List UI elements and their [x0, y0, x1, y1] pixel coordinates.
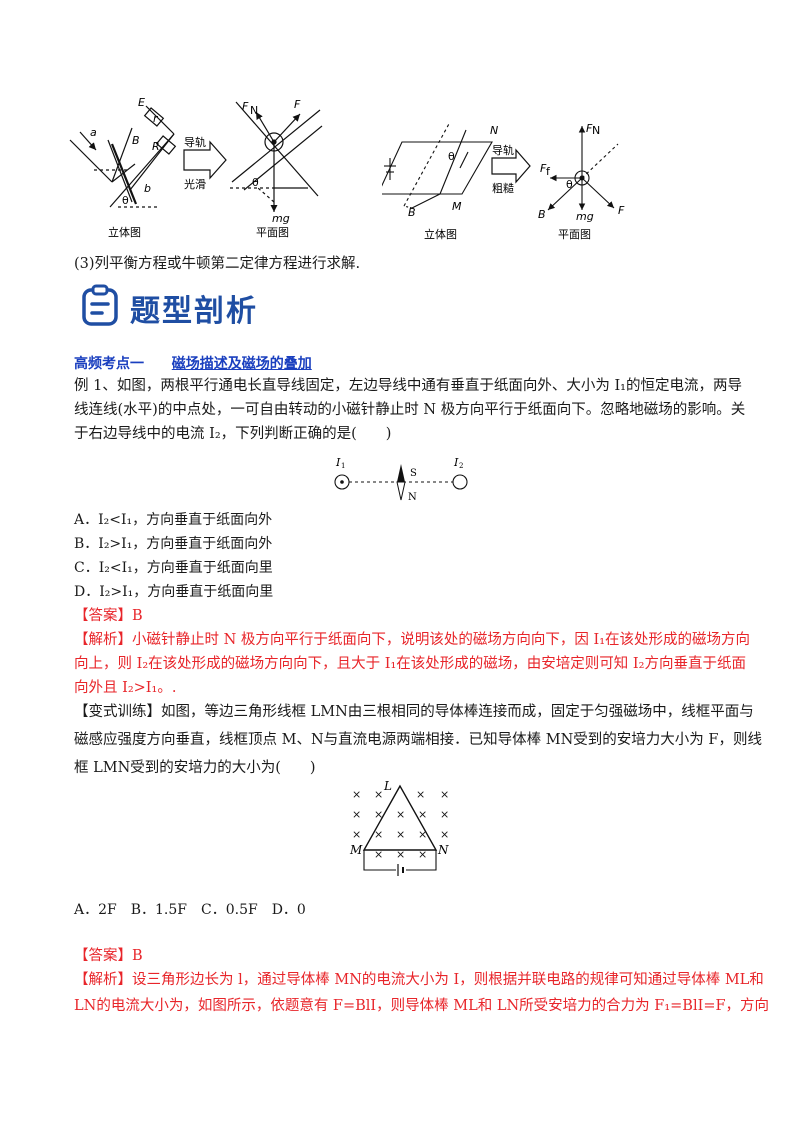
fig1-plane-theta: θ: [252, 176, 259, 189]
compass-label-I1: I: [335, 456, 341, 469]
figure-rails-smooth: E r B R a b θ 立体图 导轨 光滑 F N F θ mg 平面图: [69, 96, 323, 239]
fig1-label-F: F: [294, 98, 301, 111]
fig2-plane-view: [547, 126, 619, 211]
cross-mark: ×: [396, 828, 405, 841]
fig2-label-B: B: [408, 206, 416, 219]
fig2-label-Ff: F: [540, 162, 547, 175]
fig1-label-E: E: [138, 96, 145, 109]
fig2-arrow-label-1: 导轨: [492, 143, 514, 157]
example1-option-c: C．I₂<I₁，方向垂直于纸面向里: [74, 560, 273, 576]
compass-label-I2-sub: 2: [459, 462, 463, 470]
fig1-3d-view: [69, 105, 177, 208]
fig1-label-R: R: [152, 140, 160, 153]
triangle-label-L: L: [383, 780, 392, 793]
fig2-label-N: N: [490, 124, 498, 137]
fig1-label-FN: F: [242, 100, 249, 113]
fig1-label-a: a: [90, 126, 97, 139]
example1-line-1: 例 1、如图，两根平行通电长直导线固定，左边导线中通有垂直于纸面向外、大小为 I…: [74, 378, 742, 394]
fig2-label-F: F: [618, 204, 625, 217]
cross-mark: ×: [418, 848, 427, 861]
cross-mark: ×: [416, 788, 425, 801]
triangle-label-M: M: [349, 843, 363, 857]
example1-analysis-3: 向外且 I₂>I₁。.: [74, 680, 177, 696]
fig1-arrow-label-2: 光滑: [184, 177, 206, 191]
variant-line-3: 框 LMN受到的安培力的大小为( ): [74, 760, 316, 776]
fig1-arrow-label-1: 导轨: [184, 135, 206, 149]
variant-analysis-1: 【解析】设三角形边长为 l，通过导体棒 MN的电流大小为 I，则根据并联电路的规…: [74, 972, 764, 988]
fig1-label-B: B: [132, 134, 140, 147]
cross-mark: ×: [352, 808, 361, 821]
cross-mark: ×: [374, 828, 383, 841]
fig2-arrow-label-2: 粗糙: [492, 181, 514, 195]
fig2-label-theta: θ: [448, 150, 455, 163]
cross-mark: ×: [374, 808, 383, 821]
fig2-label-mg: mg: [576, 210, 594, 223]
fig2-3d-view: [382, 121, 493, 209]
fig1-arrow: [183, 140, 227, 180]
fig1-label-theta: θ: [122, 194, 129, 207]
compass-label-I1-sub: 1: [341, 462, 345, 470]
fig2-plane-theta: θ: [566, 178, 573, 191]
fig2-label-M: M: [452, 200, 462, 213]
compass-label-N: N: [408, 492, 417, 503]
fig2-arrow: [491, 148, 531, 184]
variant-answer: 【答案】B: [74, 948, 143, 964]
figure-triangle-frame: × × × × × × × × × × × × × × × × × L M N: [349, 780, 449, 876]
variant-options: A．2F B．1.5F C．0.5F D．0: [74, 902, 306, 918]
clipboard-icon: [80, 284, 122, 326]
triangle-label-N: N: [437, 843, 449, 857]
figure-compass-wires: I 1 I 2 S N: [334, 456, 468, 503]
topic-title: 磁场描述及磁场的叠加: [171, 356, 312, 372]
cross-mark: ×: [374, 788, 383, 801]
fig2-plane-label-B: B: [538, 208, 546, 221]
cross-mark: ×: [374, 848, 383, 861]
compass-label-I2: I: [453, 456, 459, 469]
cross-mark: ×: [396, 848, 405, 861]
cross-mark: ×: [440, 828, 449, 841]
example1-option-d: D．I₂>I₁，方向垂直于纸面向里: [74, 584, 274, 600]
fig1-label-r: r: [153, 112, 159, 125]
fig2-label-FN: F: [586, 122, 593, 135]
cross-mark: ×: [418, 828, 427, 841]
fig2-label-Ff-sub: f: [546, 165, 551, 178]
fig1-label-FN-sub: N: [250, 104, 258, 117]
example1-option-a: A．I₂<I₁，方向垂直于纸面向外: [74, 512, 273, 528]
cross-mark: ×: [352, 788, 361, 801]
example1-line-3: 于右边导线中的电流 I₂，下列判断正确的是( ): [74, 426, 392, 442]
compass-label-S: S: [410, 468, 417, 479]
topic-label: 高频考点一: [74, 356, 144, 372]
fig1-caption-plane: 平面图: [256, 226, 289, 239]
cross-mark: ×: [352, 828, 361, 841]
fig1-plane-view: [230, 101, 323, 212]
step-3-text: (3)列平衡方程或牛顿第二定律方程进行求解.: [74, 256, 361, 272]
example1-option-b: B．I₂>I₁，方向垂直于纸面向外: [74, 536, 273, 552]
cross-mark: ×: [440, 788, 449, 801]
cross-mark: ×: [418, 808, 427, 821]
section-title: 题型剖析: [130, 294, 258, 329]
fig2-label-FN-sub: N: [592, 124, 600, 137]
fig2-caption-plane: 平面图: [558, 228, 591, 241]
variant-line-2: 磁感应强度方向垂直，线框顶点 M、N与直流电源两端相接．已知导体棒 MN受到的安…: [74, 732, 762, 748]
fig2-caption-3d: 立体图: [424, 227, 457, 241]
example1-analysis-2: 向上，则 I₂在该处形成的磁场方向向下，且大于 I₁在该处形成的磁场，由安培定则…: [74, 656, 746, 672]
variant-analysis-2: LN的电流大小为，如图所示，依题意有 F=BlI，则导体棒 ML和 LN所受安培…: [74, 998, 770, 1014]
example1-line-2: 线连线(水平)的中点处，一可自由转动的小磁针静止时 N 极方向平行于纸面向下。忽…: [74, 402, 746, 418]
example1-answer: 【答案】B: [74, 608, 143, 624]
cross-mark: ×: [396, 808, 405, 821]
fig1-caption-3d: 立体图: [108, 225, 141, 239]
cross-mark: ×: [440, 808, 449, 821]
variant-line-1: 【变式训练】如图，等边三角形线框 LMN由三根相同的导体棒连接而成，固定于匀强磁…: [74, 704, 754, 720]
fig1-label-b: b: [144, 182, 151, 195]
example1-analysis-1: 【解析】小磁针静止时 N 极方向平行于纸面向下，说明该处的磁场方向向下，因 I₁…: [74, 632, 751, 648]
figure-rails-rough: N M B θ 立体图 导轨 粗糙 F N F f θ F B mg 平面图: [382, 121, 625, 241]
fig1-label-mg: mg: [272, 212, 290, 225]
topic-heading: 高频考点一 磁场描述及磁场的叠加: [74, 352, 312, 376]
